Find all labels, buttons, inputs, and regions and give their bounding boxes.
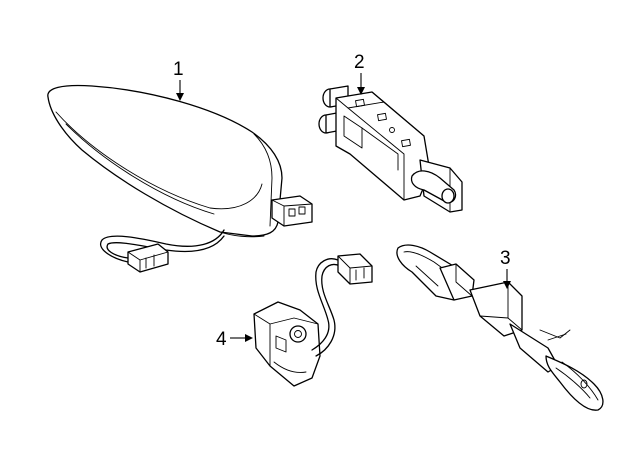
callout-2: 2 [354,52,365,95]
callout-number-1: 1 [173,59,184,80]
arrow-2 [357,87,365,95]
callout-number-3: 3 [500,248,511,269]
callout-3: 3 [500,248,511,289]
antenna-cable-part-3 [396,244,604,411]
amplifier-part-2 [318,85,463,213]
antenna-part-1 [47,84,313,273]
callout-number-2: 2 [354,52,365,73]
arrow-1 [176,93,184,101]
arrow-3 [503,281,511,289]
bracket-part-4 [253,253,373,387]
arrow-4 [245,334,253,342]
callout-1: 1 [173,59,184,101]
callout-4: 4 [216,329,253,350]
callout-number-4: 4 [216,329,227,350]
